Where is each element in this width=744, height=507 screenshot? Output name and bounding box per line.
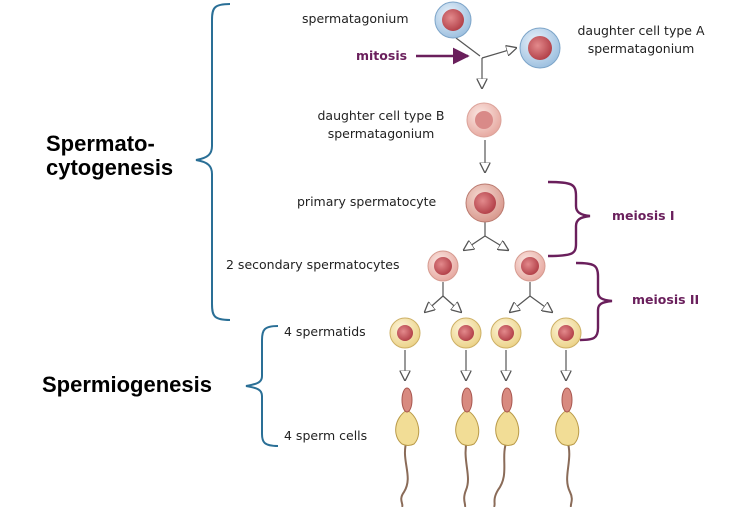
daughter-a-line-2: spermatagonium [587,41,695,56]
spermatocytogenesis-label: Spermato- cytogenesis [46,132,173,180]
secondary-spermatocyte-1 [427,250,459,282]
arrow-primary-left [464,235,486,250]
arrow-sec1-right [442,295,461,312]
arrow-split-a [481,48,516,59]
arrow-sec1-left [425,295,444,312]
spermatocytogenesis-bracket [195,3,231,321]
sperm-cell-3 [493,387,520,507]
meiosis-2-label: meiosis II [632,292,700,307]
daughter-a-cell [519,27,561,69]
spermatocytogenesis-line-2: cytogenesis [46,155,174,180]
spermatid-2 [450,317,482,349]
daughter-b-line-1: daughter cell type B [317,108,445,123]
spermiogenesis-bracket [245,325,279,447]
secondary-spermatocyte-2 [514,250,546,282]
arrow-stem-down [455,37,481,57]
sperm-cell-2 [455,387,480,507]
arrow-sec2-left [510,295,531,312]
meiosis-1-label: meiosis I [612,208,675,223]
spermatocytogenesis-line-1: Spermato- [46,131,155,156]
sperm-cell-1 [395,387,420,507]
spermatogonium-cell [434,1,472,39]
daughter-b-label: daughter cell type B spermatagonium [306,107,456,143]
primary-spermatocyte-label: primary spermatocyte [297,194,437,209]
spermatid-3 [490,317,522,349]
meiosis-1-bracket [547,180,591,258]
daughter-a-line-1: daughter cell type A [577,23,705,38]
primary-spermatocyte-cell [465,183,505,223]
daughter-b-line-2: spermatagonium [327,126,435,141]
meiosis-2-bracket [575,261,613,342]
sperm-cells-label: 4 sperm cells [284,428,368,443]
spermatid-1 [389,317,421,349]
daughter-a-label: daughter cell type A spermatagonium [566,22,716,58]
secondary-spermatocytes-label: 2 secondary spermatocytes [226,257,400,272]
daughter-b-cell [466,102,502,138]
spermiogenesis-label: Spermiogenesis [42,372,212,397]
arrow-primary-right [484,235,508,250]
mitosis-label: mitosis [356,48,408,63]
spermatogonium-label: spermatagonium [302,11,409,26]
spermatid-4 [550,317,582,349]
sperm-cell-4 [555,387,580,507]
arrow-sec2-right [529,295,552,312]
spermatids-label: 4 spermatids [284,324,366,339]
